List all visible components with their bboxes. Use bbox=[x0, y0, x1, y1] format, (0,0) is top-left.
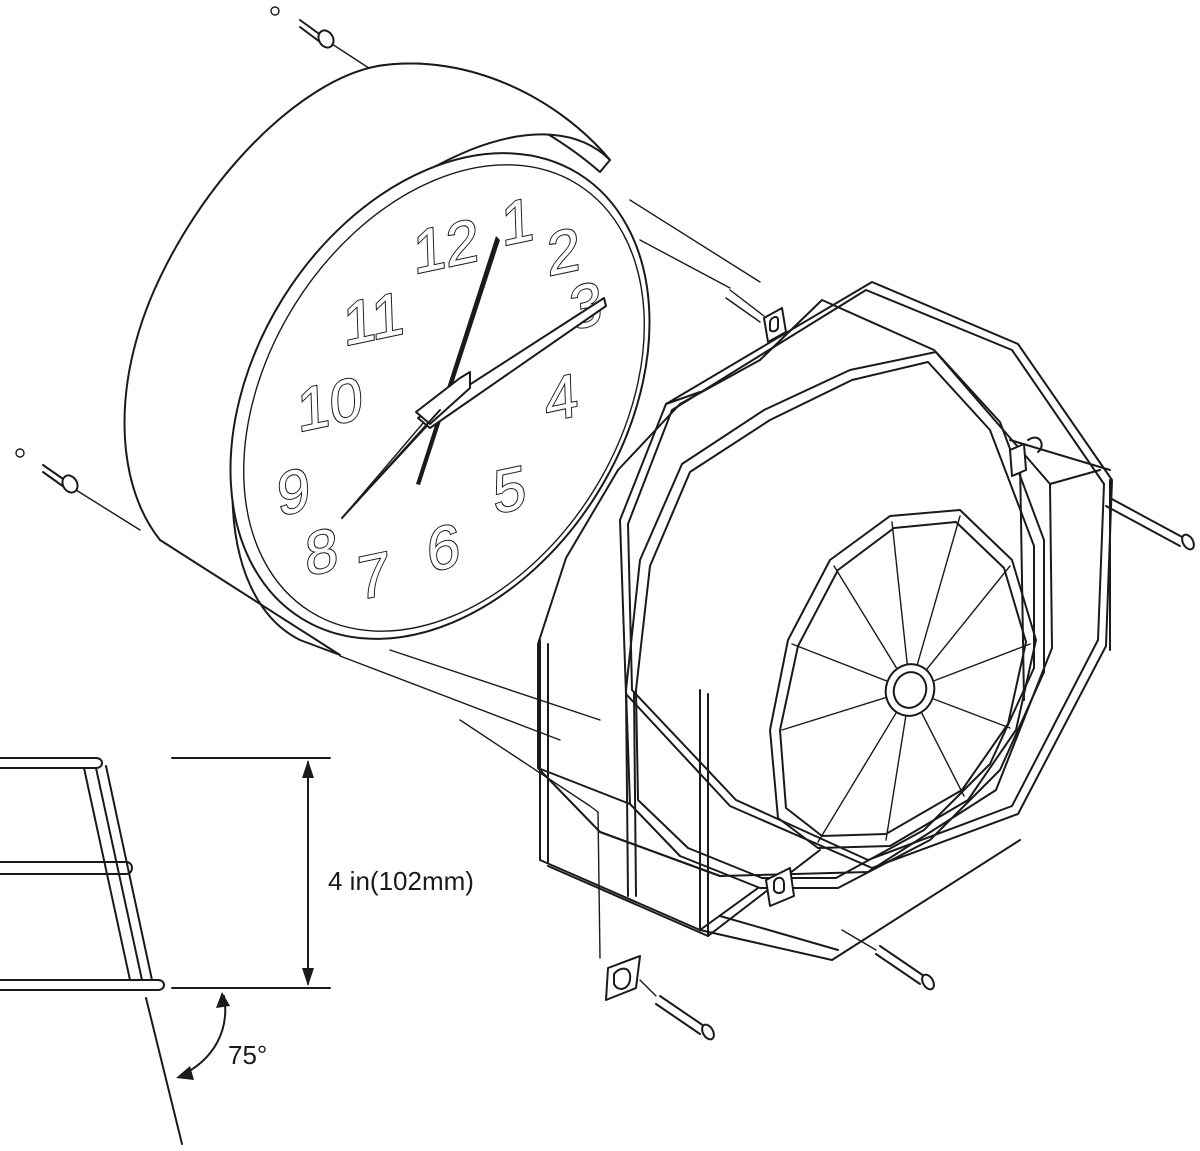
numeral-2: 2 bbox=[546, 214, 581, 289]
mounting-clip-icon bbox=[605, 289, 1043, 1001]
numeral-7: 7 bbox=[356, 538, 391, 613]
numeral-1: 1 bbox=[500, 184, 535, 259]
numeral-9: 9 bbox=[276, 454, 311, 529]
wire-guard-icon bbox=[537, 281, 1113, 961]
numeral-11: 11 bbox=[342, 278, 405, 359]
numeral-12: 12 bbox=[412, 205, 480, 287]
numeral-10: 10 bbox=[296, 363, 364, 445]
angle-indicator: 75° bbox=[176, 992, 267, 1080]
dimension-label: 4 in(102mm) bbox=[328, 866, 474, 896]
guard-side-profile bbox=[0, 757, 183, 1145]
numeral-4: 4 bbox=[544, 360, 579, 435]
screw-top-left bbox=[270, 6, 379, 75]
height-dimension: 4 in(102mm) bbox=[171, 757, 474, 989]
projection-lines bbox=[339, 199, 761, 959]
angle-label: 75° bbox=[228, 1040, 267, 1070]
numeral-5: 5 bbox=[492, 452, 527, 527]
screw-icon bbox=[639, 497, 1195, 1041]
numeral-6: 6 bbox=[426, 510, 461, 585]
clock-hands bbox=[341, 236, 607, 519]
numeral-8: 8 bbox=[304, 514, 339, 589]
screw-left bbox=[15, 448, 141, 531]
